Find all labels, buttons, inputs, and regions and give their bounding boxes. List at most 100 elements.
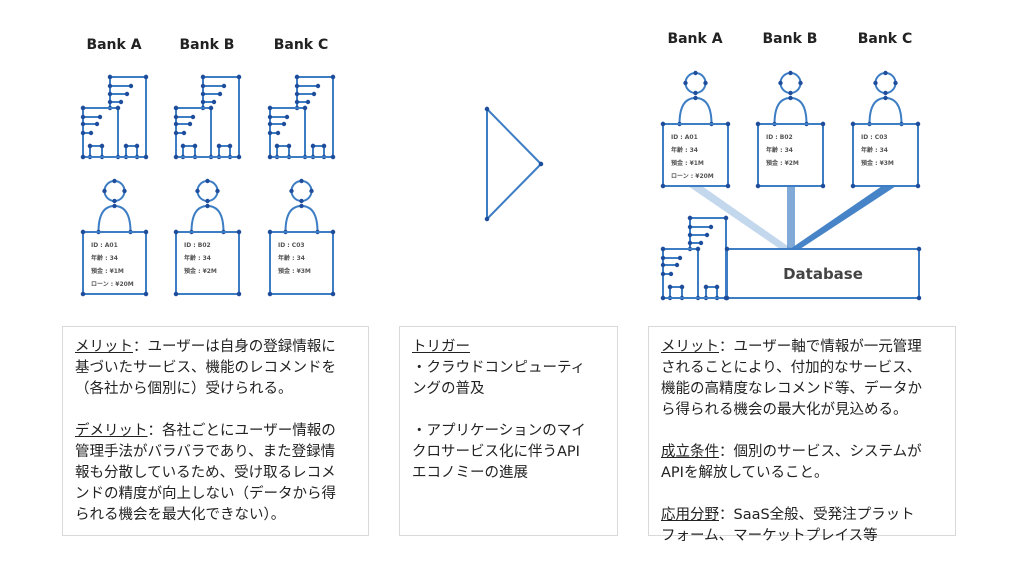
text-line: フォーム、マーケットプレイス等 bbox=[661, 526, 955, 547]
person-shoulders bbox=[190, 204, 225, 233]
node-dot bbox=[205, 178, 210, 184]
node-dot bbox=[916, 246, 922, 252]
node-dot bbox=[484, 216, 490, 222]
text-section: メリット：ユーザー軸で情報が一元管理されることにより、付加的なサービス、機能の高… bbox=[661, 337, 955, 421]
text-line: 管理手法がバラバラであり、また登録情 bbox=[75, 442, 368, 463]
section-text: されることにより、付加的なサービス、 bbox=[661, 360, 922, 376]
node-dot bbox=[112, 198, 117, 204]
node-dot bbox=[330, 291, 336, 297]
node-dot bbox=[330, 229, 336, 235]
person-shoulders bbox=[773, 96, 808, 125]
node-dot bbox=[80, 121, 86, 127]
connector-bank-c bbox=[790, 186, 896, 249]
section-text: ：個別のサービス、システムが bbox=[719, 444, 922, 460]
node-dot bbox=[850, 183, 856, 189]
node-dot bbox=[693, 90, 698, 96]
card-field: 預金 : ¥3M bbox=[278, 267, 311, 275]
section-text: クロサービス化に伴うAPI bbox=[412, 444, 580, 460]
card-field: ローン : ¥20M bbox=[91, 281, 134, 288]
text-line: ・アプリケーションのマイ bbox=[412, 421, 617, 442]
node-dot bbox=[660, 246, 666, 252]
person-head-icon bbox=[873, 70, 898, 96]
card-field: ID : B02 bbox=[184, 242, 211, 249]
node-dot bbox=[698, 240, 704, 246]
section-text: ：ユーザーは自身の登録情報に bbox=[133, 339, 336, 355]
node-dot bbox=[294, 83, 300, 89]
section-text: ら得られる機会の最大化が見込める。 bbox=[661, 402, 908, 418]
section-label: 応用分野 bbox=[661, 507, 719, 523]
card-field: ID : C03 bbox=[861, 134, 888, 141]
connector-bank-b bbox=[787, 186, 795, 249]
current-state-textbox: メリット：ユーザーは自身の登録情報に基づいたサービス、機能のレコメンドを（各社か… bbox=[62, 326, 369, 536]
card-field: ID : C03 bbox=[278, 242, 305, 249]
node-dot bbox=[200, 91, 206, 97]
card-field: 年齢 : 34 bbox=[671, 146, 698, 154]
node-dot bbox=[310, 143, 316, 149]
node-dot bbox=[679, 284, 685, 290]
section-text: 機能の高精度なレコメンド等、データか bbox=[661, 381, 922, 397]
text-line: トリガー bbox=[412, 337, 617, 358]
node-dot bbox=[211, 99, 217, 105]
node-dot bbox=[916, 295, 922, 301]
card-field: ID : A01 bbox=[671, 134, 698, 141]
card-field: 預金 : ¥1M bbox=[91, 267, 124, 275]
node-dot bbox=[80, 105, 86, 111]
node-dot bbox=[275, 130, 281, 136]
node-dot bbox=[693, 95, 698, 101]
node-dot bbox=[820, 183, 826, 189]
node-dot bbox=[112, 178, 117, 184]
person-head-icon bbox=[683, 70, 708, 96]
bank-title: Bank B bbox=[763, 31, 818, 47]
node-dot bbox=[208, 105, 214, 111]
section-text: 管理手法がバラバラであり、また登録情 bbox=[75, 444, 336, 460]
section-label: トリガー bbox=[412, 339, 470, 355]
node-dot bbox=[128, 83, 134, 89]
building-icon bbox=[660, 215, 729, 301]
line-segment bbox=[486, 108, 542, 165]
node-dot bbox=[274, 143, 280, 149]
building-icon bbox=[267, 74, 336, 160]
node-dot bbox=[190, 114, 196, 120]
node-dot bbox=[820, 121, 826, 127]
node-dot bbox=[124, 91, 130, 97]
person-head-icon bbox=[195, 178, 220, 204]
node-dot bbox=[80, 114, 86, 120]
section-text: フォーム、マーケットプレイス等 bbox=[661, 528, 878, 544]
node-dot bbox=[883, 95, 888, 101]
node-dot bbox=[80, 130, 86, 136]
node-dot bbox=[724, 295, 730, 301]
node-dot bbox=[216, 143, 222, 149]
node-dot bbox=[80, 229, 86, 235]
node-dot bbox=[205, 198, 210, 204]
node-dot bbox=[695, 246, 701, 252]
node-dot bbox=[687, 240, 693, 246]
database-box: Database bbox=[724, 246, 922, 301]
node-dot bbox=[330, 154, 336, 160]
node-dot bbox=[294, 91, 300, 97]
person-shoulders bbox=[284, 204, 319, 233]
customer-card: ID : C03 年齢 : 34 預金 : ¥3M bbox=[267, 178, 336, 297]
database-connectors bbox=[688, 186, 896, 249]
bank-title: Bank C bbox=[274, 37, 329, 53]
text-line: 報も分散しているため、受け取るレコメ bbox=[75, 463, 368, 484]
node-dot bbox=[660, 183, 666, 189]
node-dot bbox=[660, 271, 666, 277]
section-label: デメリット bbox=[75, 423, 148, 439]
node-dot bbox=[123, 143, 129, 149]
node-dot bbox=[227, 143, 233, 149]
node-dot bbox=[286, 143, 292, 149]
section-text: ンドの精度が向上しない（データから得 bbox=[75, 486, 336, 502]
card-field: 年齢 : 34 bbox=[278, 254, 305, 262]
section-text: ：SaaS全般、受発注プラット bbox=[719, 507, 915, 523]
text-line: 成立条件：個別のサービス、システムが bbox=[661, 442, 955, 463]
node-dot bbox=[725, 183, 731, 189]
node-dot bbox=[107, 74, 113, 80]
node-dot bbox=[88, 130, 94, 136]
node-dot bbox=[703, 80, 708, 86]
node-dot bbox=[173, 154, 179, 160]
node-dot bbox=[289, 188, 294, 194]
node-dot bbox=[143, 74, 149, 80]
text-section: トリガー・クラウドコンピューティングの普及 bbox=[412, 337, 617, 400]
